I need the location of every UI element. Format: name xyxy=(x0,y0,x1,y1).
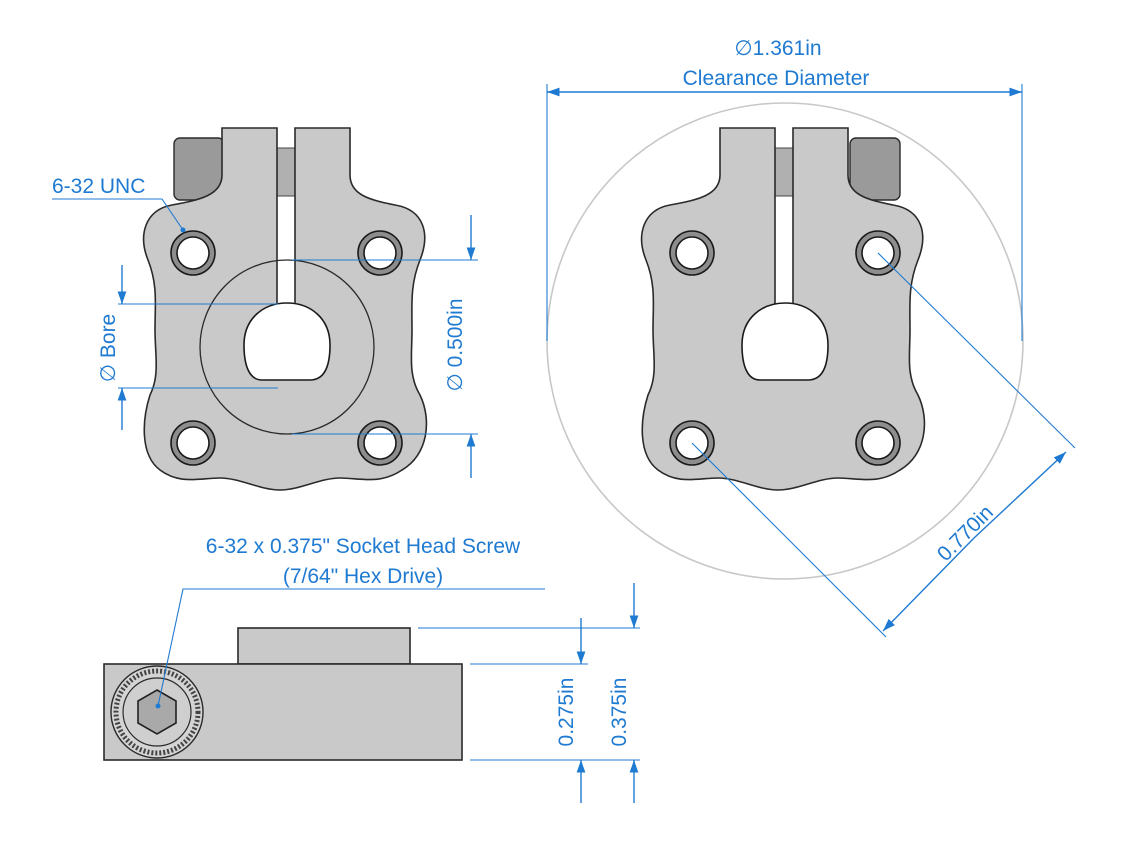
mounting-hole xyxy=(357,420,403,466)
mounting-hole xyxy=(669,230,715,276)
thread-label: 6-32 UNC xyxy=(52,175,145,198)
clamp-screw-thread xyxy=(774,147,794,197)
hole-spacing-label: 0.770in xyxy=(933,501,998,566)
mounting-hole xyxy=(855,420,901,466)
screw-label-line2: (7/64" Hex Drive) xyxy=(283,565,443,588)
screw-leader xyxy=(157,588,545,707)
hole-spacing-dim-line xyxy=(973,451,1067,539)
bore-hole xyxy=(741,302,829,381)
front-view-right: ∅1.361in Clearance Diameter 0.770in xyxy=(546,37,1076,638)
bore-label: ∅ Bore xyxy=(97,314,120,383)
body-height-label: 0.275in xyxy=(555,678,578,747)
hub-ring xyxy=(199,259,375,435)
set-screw-block xyxy=(849,137,901,201)
hex-socket-icon xyxy=(137,689,177,735)
hub-profile xyxy=(237,627,411,665)
thread-leader xyxy=(52,198,184,231)
hub-diameter-label: ∅ 0.500in xyxy=(444,298,467,391)
socket-head-screw xyxy=(110,665,204,759)
screw-label-line1: 6-32 x 0.375" Socket Head Screw xyxy=(206,535,521,558)
bore-hole xyxy=(243,302,331,381)
mounting-hole xyxy=(170,230,216,276)
mounting-hole xyxy=(170,420,216,466)
clearance-caption: Clearance Diameter xyxy=(683,67,870,90)
side-view: 6-32 x 0.375" Socket Head Screw (7/64" H… xyxy=(103,535,640,803)
clearance-value: ∅1.361in xyxy=(734,37,821,60)
clamp-screw-thread xyxy=(276,147,296,197)
mounting-hole xyxy=(357,230,403,276)
front-view-left: 6-32 UNC ∅ Bore ∅ 0.500in xyxy=(52,127,478,491)
total-height-label: 0.375in xyxy=(608,678,631,747)
